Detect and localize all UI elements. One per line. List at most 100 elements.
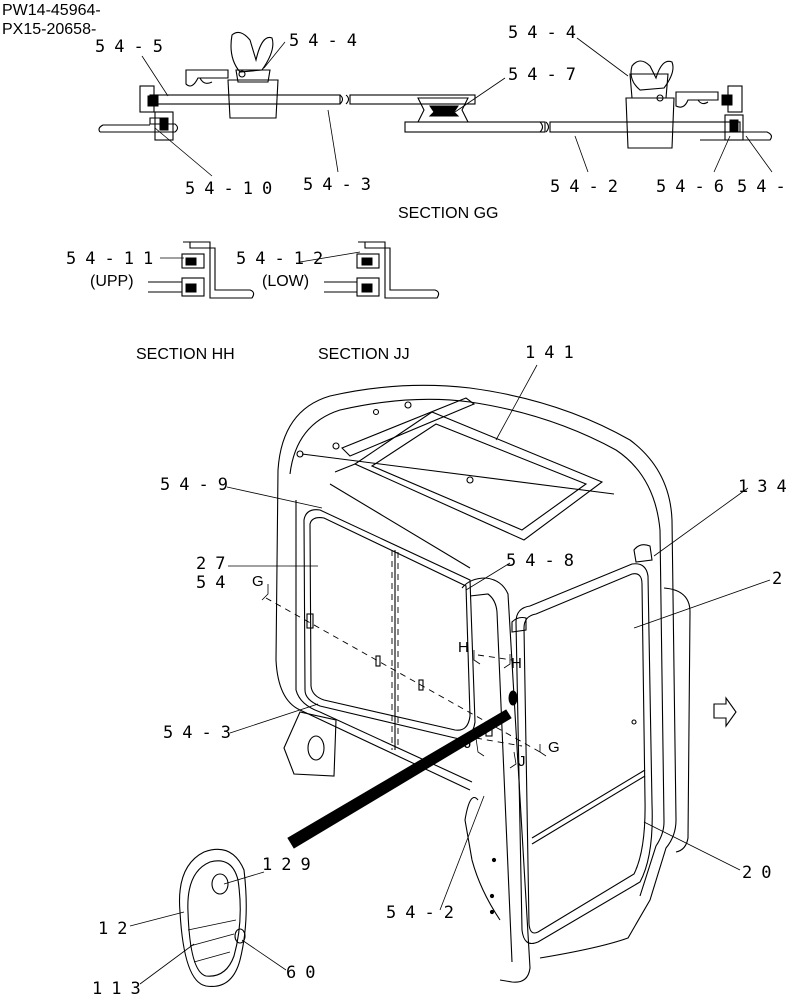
right-lower-seal: [729, 119, 739, 133]
roof-outline: [277, 384, 673, 521]
side-window-glass: [309, 517, 471, 731]
leader-54-5: [141, 55, 169, 97]
callout-54-4-left: 54-4: [289, 31, 366, 51]
callout-54: 54: [196, 573, 234, 593]
leader-54-4-right: [576, 37, 629, 77]
callout-54-cut: 54-: [737, 177, 795, 197]
cab-drawing: [129, 364, 771, 988]
leader-54-12: [299, 251, 361, 263]
mark-j-left-hook: [475, 737, 485, 757]
rivet-2: [489, 893, 495, 899]
jj-lower-channel: [356, 277, 380, 297]
callout-27: 27: [196, 554, 234, 574]
section-jj-drawing: [299, 241, 440, 299]
hh-lower-channel: [181, 277, 205, 297]
leader-54-2-cab: [439, 795, 485, 911]
callout-54-4-right: 54-4: [508, 23, 585, 43]
roof-bolt-5: [296, 450, 304, 458]
callout-20: 20: [742, 863, 780, 883]
roof-bolt-2: [332, 442, 340, 450]
roof-inner: [289, 398, 661, 531]
callout-129: 129: [262, 855, 320, 875]
callout-54-10: 54-10: [185, 179, 281, 199]
section-hh-drawing: [148, 241, 255, 299]
mirror-glass: [187, 860, 241, 977]
center-seal-core: [428, 105, 460, 117]
mark-g-left-hook: [261, 584, 269, 601]
section-mark-h-right: H: [511, 655, 522, 672]
section-mark-h-left: H: [458, 639, 469, 656]
rivet-1: [489, 909, 495, 915]
mark-j-right-hook: [509, 751, 517, 769]
hh-upper-seal: [185, 257, 197, 266]
left-pillar-inner: [295, 500, 473, 783]
right-glass-break: [539, 121, 550, 133]
right-glass-rail-end: [549, 121, 741, 133]
door-lower-rail: [531, 769, 646, 839]
left-frame-lip: [98, 124, 150, 133]
leader-20: [643, 821, 741, 871]
hh-frame: [183, 241, 255, 299]
leader-54-10: [154, 127, 213, 177]
hh-upper-channel: [181, 253, 205, 269]
section-hh-title: SECTION HH: [136, 346, 235, 363]
callout-134: 134: [738, 477, 796, 497]
leader-12: [129, 911, 185, 927]
roof-hatch: [353, 411, 604, 541]
grab-handle-dot: [508, 690, 518, 706]
callout-54-2-cab: 54-2: [386, 903, 463, 923]
callout-54-2-top: 54-2: [550, 177, 627, 197]
leader-54-7: [454, 77, 506, 113]
slot-1: [375, 655, 381, 667]
rivet-3: [491, 857, 497, 863]
callout-54-6: 54-6: [656, 177, 733, 197]
right-latch-pin: [656, 94, 664, 102]
door-bolt: [631, 719, 637, 725]
right-latch-hook: [675, 91, 719, 108]
right-latch-handle: [630, 60, 674, 91]
leader-54-9: [226, 486, 323, 509]
front-pillar-inner: [469, 593, 513, 963]
callout-60: 60: [286, 963, 324, 983]
leader-54-3-cab: [229, 703, 319, 734]
floor-bracket: [283, 711, 337, 777]
section-gg-drawing: [98, 31, 773, 177]
left-frame-bottom: [100, 117, 179, 133]
front-door-glass: [523, 573, 646, 934]
callout-54-3-cab: 54-3: [163, 723, 240, 743]
left-latch-handle: [230, 31, 274, 73]
callout-54-11: 54-11: [66, 249, 162, 269]
left-glass-rail-end: [349, 94, 476, 105]
callout-2: 2: [772, 569, 791, 589]
section-line-gg: [265, 597, 541, 753]
side-window-frame: [303, 509, 476, 740]
rear-pillar-inner: [639, 529, 665, 897]
leader-54-4-left: [263, 41, 286, 69]
view-direction-arrow: [713, 696, 737, 728]
right-latch-spring: [697, 99, 709, 105]
latch-fitting: [306, 613, 314, 629]
left-latch-hook: [185, 69, 229, 87]
door-hinge-top: [511, 616, 527, 633]
mark-h-left-hook: [473, 650, 481, 665]
detail-arrow: [287, 709, 512, 849]
section-line-jj: [475, 737, 523, 747]
right-glass-rail: [404, 121, 546, 133]
callout-141: 141: [525, 343, 583, 363]
left-seal-block: [147, 95, 159, 107]
callout-54-7: 54-7: [508, 65, 585, 85]
leader-141: [495, 364, 538, 441]
door-lower-rail-2: [531, 775, 646, 845]
door-hinge-rear: [633, 544, 653, 563]
left-lower-channel: [154, 111, 174, 141]
section-line-hh: [477, 654, 513, 661]
label-lower: (LOW): [262, 273, 309, 290]
front-pillar-lower: [464, 796, 501, 921]
rear-pillar-outer: [539, 519, 677, 959]
serial-number-line-1: PW14-45964-: [2, 2, 101, 19]
jj-upper-seal: [361, 257, 373, 266]
callout-54-9: 54-9: [160, 475, 237, 495]
mirror-mount: [211, 873, 229, 895]
callout-54-5: 54-5: [95, 37, 172, 57]
left-glass-rail: [149, 94, 341, 105]
